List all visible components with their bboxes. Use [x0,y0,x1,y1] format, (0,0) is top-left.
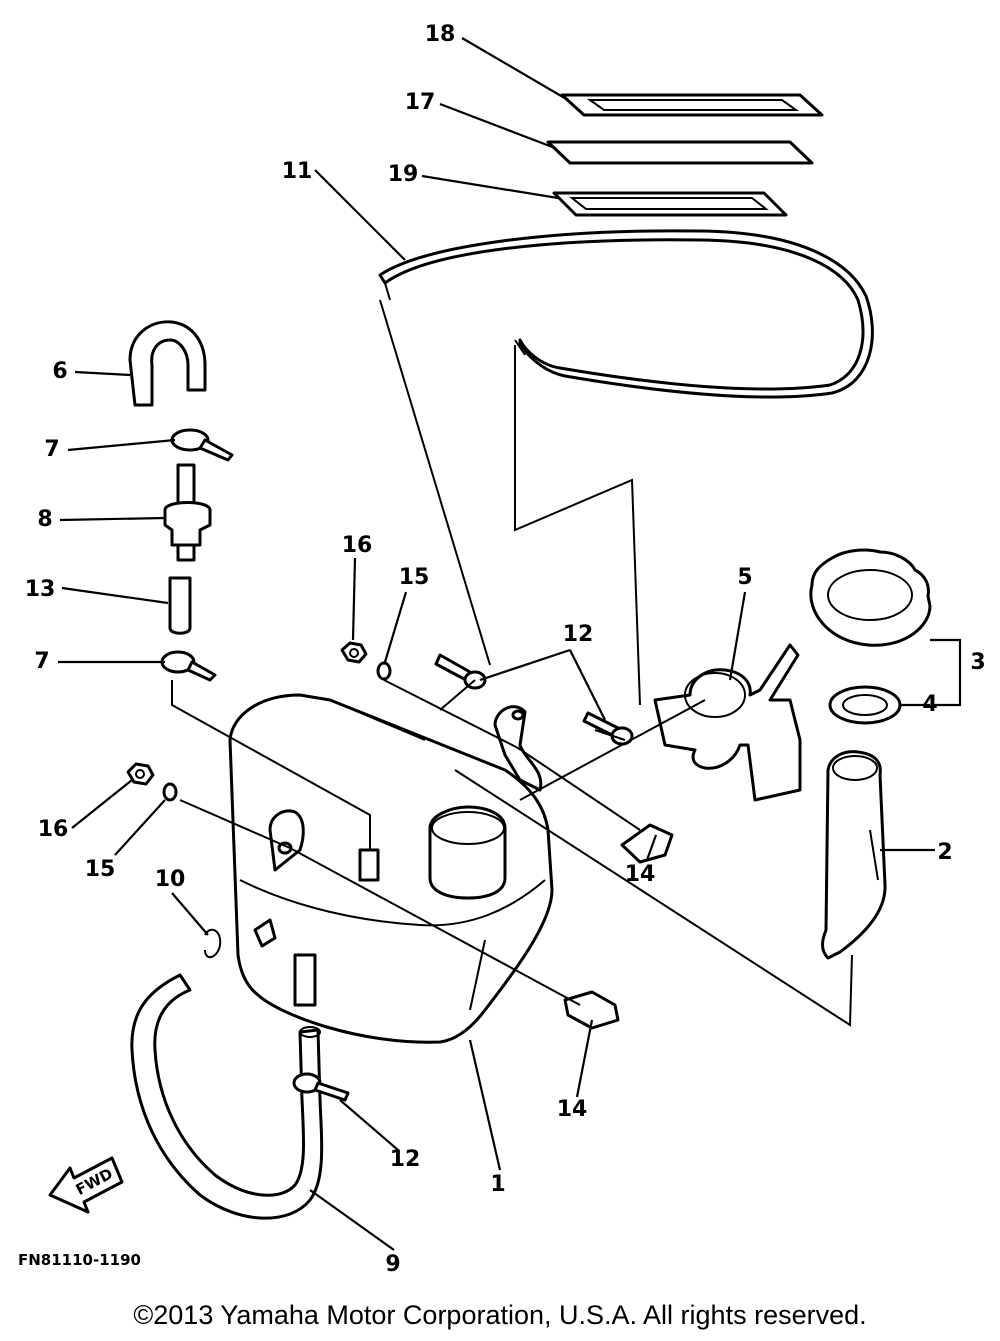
callout-c16b: 16 [38,817,69,842]
callout-c7b: 7 [34,649,49,674]
gasket-4 [828,685,902,725]
callout-c1: 1 [490,1172,505,1197]
tank-drain [293,953,317,1007]
copyright-notice: ©2013 Yamaha Motor Corporation, U.S.A. A… [133,1300,867,1330]
pipe-13 [168,576,192,635]
clamp-7-lower [160,650,217,682]
parts-diagram: FWD 123456778910111212131414151516161718… [18,22,986,1277]
callout-c4: 4 [922,692,937,717]
callout-c11: 11 [282,159,313,184]
tank-nipple-side [253,918,277,948]
callout-c12a: 12 [563,622,594,647]
seal-strip-11 [378,229,874,399]
callout-c9: 9 [385,1252,400,1277]
callout-c15b: 15 [85,857,116,882]
callout-c17: 17 [405,90,436,115]
callout-c14b: 14 [557,1097,588,1122]
callout-c5: 5 [737,565,752,590]
washer-15-top [376,661,392,681]
hose-clip-10 [204,928,222,959]
drain-hose-9 [130,973,324,1220]
washer-15-left [162,782,178,802]
callout-c15a: 15 [399,565,430,590]
pad-18 [560,93,824,117]
joint-hose-6 [128,320,207,407]
pad-17 [546,140,814,165]
callout-c3: 3 [970,650,985,675]
fuel-cock-8 [163,463,212,562]
callout-c7a: 7 [44,437,59,462]
pad-19 [552,191,788,217]
clamp-7-top [170,428,234,462]
callout-c14a: 14 [625,862,656,887]
callout-c2: 2 [937,840,952,865]
tank-filler-mouth [428,805,507,900]
callout-c18: 18 [425,22,456,47]
bolt-12-a [434,653,487,690]
callout-c6: 6 [52,359,67,384]
forward-arrow: FWD [48,1156,124,1214]
assembly-lines [171,299,853,1027]
callout-c19: 19 [388,162,419,187]
clamp-12-lower [292,1072,350,1102]
drawing-code: FN81110-1190 [18,1251,141,1269]
bolt-14-a [620,823,674,864]
callout-c12b: 12 [390,1147,421,1172]
callout-c8: 8 [37,507,52,532]
bracket-5 [653,643,802,802]
filler-cap-3 [809,548,932,647]
nut-16-top [340,641,368,664]
bolt-14-b [563,990,620,1030]
tank-nipple-top [358,848,380,882]
callout-c16a: 16 [342,533,373,558]
filler-neck-2 [821,750,887,960]
leader-lines [58,37,962,1251]
callout-c13: 13 [25,577,56,602]
callout-c10: 10 [155,867,186,892]
nut-16-left [126,762,155,786]
